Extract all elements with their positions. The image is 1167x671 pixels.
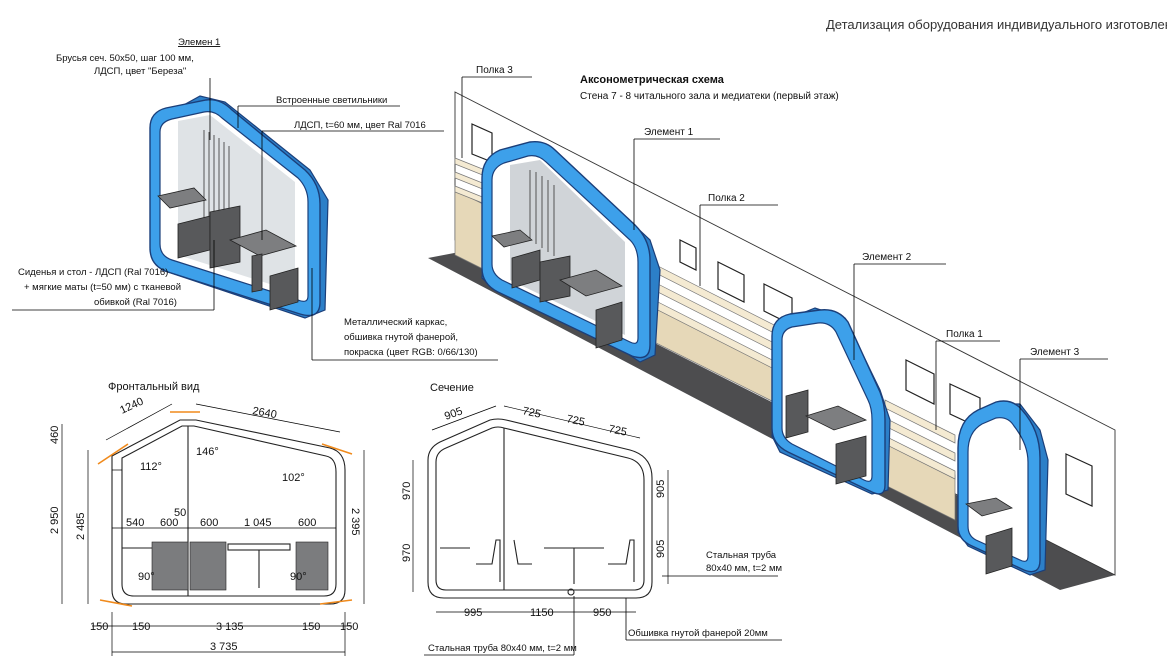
angle-90-left: 90° [138,571,155,583]
angle-146: 146° [196,446,219,458]
sec-pipe-right-2: 80х40 мм, t=2 мм [706,563,782,574]
angle-112: 112° [140,461,162,473]
dim-540: 540 [126,517,144,529]
dim-right-2395: 2 395 [349,508,361,536]
shelf-2 [649,261,781,373]
axon-heading: Аксонометрическая схема [580,74,725,86]
dim-bottom-150b: 150 [132,621,150,633]
label-element-1: Элемент 1 [644,127,694,138]
dim-1045: 1 045 [244,517,272,529]
sec-dim-725a: 725 [521,405,541,421]
detail-frame-3: покраска (цвет RGB: 0/66/130) [344,347,478,358]
sec-dim-995: 995 [464,607,482,619]
detail-seats-2: + мягкие маты (t=50 мм) с тканевой [24,282,181,293]
pod1-lamellas [529,170,555,256]
angle-90-right: 90° [290,571,307,583]
sec-pipe-bottom: Стальная труба 80х40 мм, t=2 мм [428,643,577,654]
pod-element-1 [481,140,661,363]
sec-dim-970a: 970 [401,482,413,500]
dim-bottom-150a: 150 [90,621,108,633]
axon-subheading: Стена 7 - 8 читального зала и медиатеки … [580,91,839,102]
sec-dim-905-right-a: 905 [655,480,667,498]
dim-left-2485: 2 485 [75,512,87,540]
sec-dim-1150: 1150 [530,607,554,619]
dim-bottom-150d: 150 [340,621,358,633]
label-shelf-3: Полка 3 [476,65,513,76]
front-view: Фронтальный вид 1240 2640 460 [49,381,365,656]
sec-dim-905-top: 905 [443,405,464,423]
shelf-1 [884,399,956,480]
dim-left-2950: 2 950 [49,506,61,534]
label-shelf-1: Полка 1 [946,329,983,340]
sec-dim-970b: 970 [401,544,413,562]
dim-600b: 600 [200,517,218,529]
section-title: Сечение [430,382,474,394]
dim-600c: 600 [298,517,316,529]
dim-top-right: 2640 [251,405,277,421]
detail-seats-1: Сиденья и стол - ЛДСП (Ral 7016) [18,267,168,278]
dim-bottom-3135: 3 135 [216,621,244,633]
label-element-2: Элемент 2 [862,252,912,263]
dim-left-460: 460 [49,426,61,444]
detail-element-title: Элемен 1 [178,37,220,48]
section-view: Сечение 905 725 725 725 970 970 905 905 … [401,382,782,656]
detail-bars-1: Брусья сеч. 50х50, шаг 100 мм, [56,53,194,64]
label-shelf-2: Полка 2 [708,193,745,204]
element-1-detail: Элемен 1 Брусья сеч. 50х50, шаг 100 мм, … [12,37,498,361]
pod-element-2 [771,307,891,495]
shelf-3 [454,157,486,205]
sec-plywood: Обшивка гнутой фанерой 20мм [628,628,768,639]
detail-seats-3: обивкой (Ral 7016) [94,297,177,308]
pod-element-3 [957,400,1049,576]
detail-frame-1: Металлический каркас, [344,317,447,328]
detail-bars-2: ЛДСП, цвет "Береза" [94,66,186,77]
axonometric-scheme: Аксонометрическая схема Стена 7 - 8 чита… [428,65,1116,590]
dim-bottom-3735: 3 735 [210,641,238,653]
sec-dim-905-right-b: 905 [655,540,667,558]
label-element-3: Элемент 3 [1030,347,1080,358]
detail-ldsp: ЛДСП, t=60 мм, цвет Ral 7016 [294,120,426,131]
sec-dim-950: 950 [593,607,611,619]
sheet-title: Детализация оборудования индивидуального… [826,17,1167,32]
sec-dim-725c: 725 [607,423,627,439]
detail-frame-2: обшивка гнутой фанерой, [344,332,458,343]
sec-pipe-right-1: Стальная труба [706,550,777,561]
front-view-title: Фронтальный вид [108,381,200,393]
angle-102: 102° [282,472,305,484]
sec-dim-725b: 725 [565,413,585,429]
dim-bottom-150c: 150 [302,621,320,633]
dim-50: 50 [174,507,186,519]
dim-600a: 600 [160,517,178,529]
detail-lights: Встроенные светильники [276,95,387,106]
dim-top-left: 1240 [118,395,145,416]
